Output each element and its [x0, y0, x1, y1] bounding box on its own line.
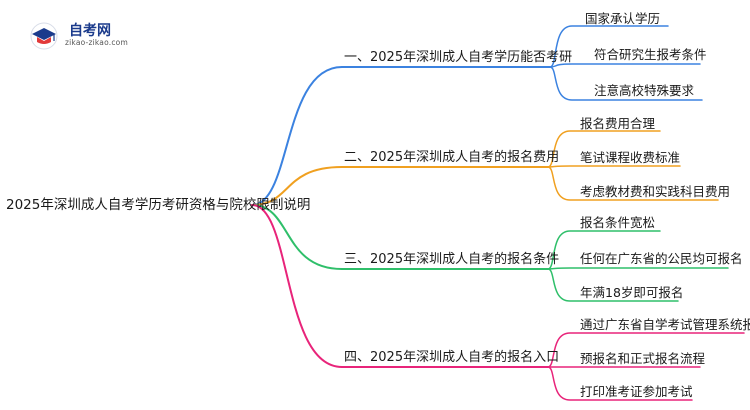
branch-2-connector	[251, 166, 343, 206]
branch-3-leaf-2-connector	[547, 267, 729, 270]
graduation-cap-icon	[30, 22, 58, 50]
branch-2-leaf-3-connector	[547, 166, 719, 201]
branch-2-leaf-1-connector	[547, 130, 661, 168]
branch-3-label: 三、2025年深圳成人自考的报名条件	[344, 252, 560, 267]
branch-1-connector	[251, 66, 343, 206]
branch-1-leaf-3-connector	[549, 66, 703, 101]
logo-name: 自考网	[69, 23, 111, 39]
branch-4-leaf-1: 通过广东省自学考试管理系统报名	[580, 317, 750, 332]
root-topic: 2025年深圳成人自考学历考研资格与院校限制说明	[6, 197, 311, 213]
branch-3-connector	[251, 204, 343, 270]
branch-1-leaf-2: 符合研究生报考条件	[594, 47, 707, 62]
branch-2-leaf-3: 考虑教材费和实践科目费用	[580, 184, 731, 199]
branch-3-leaf-1-connector	[547, 230, 661, 270]
branch-2-leaf-2: 笔试课程收费标准	[580, 150, 681, 165]
branch-2-leaf-1: 报名费用合理	[580, 116, 656, 131]
branch-1-leaf-1: 国家承认学历	[585, 11, 661, 26]
branch-2-label: 二、2025年深圳成人自考的报名费用	[344, 150, 560, 165]
branch-4-label: 四、2025年深圳成人自考的报名入口	[344, 350, 560, 365]
branch-4-connector	[251, 204, 343, 368]
branch-4-leaf-3-connector	[547, 366, 693, 401]
branch-1-leaf-2-connector	[549, 63, 701, 68]
branch-1-label: 一、2025年深圳成人自考学历能否考研	[344, 50, 573, 65]
branch-4-leaf-2: 预报名和正式报名流程	[580, 351, 706, 366]
branch-3-leaf-1: 报名条件宽松	[580, 215, 656, 230]
branch-3-leaf-2: 任何在广东省的公民均可报名	[580, 251, 743, 266]
branch-1-leaf-1-connector	[549, 25, 669, 68]
branch-1-leaf-3: 注意高校特殊要求	[594, 83, 695, 98]
branch-4-leaf-1-connector	[547, 332, 745, 368]
branch-3-leaf-3: 年满18岁即可报名	[580, 285, 684, 300]
branch-3-leaf-3-connector	[547, 268, 679, 302]
branch-2-leaf-2-connector	[547, 165, 681, 168]
branch-4-leaf-3: 打印准考证参加考试	[580, 384, 693, 399]
logo-url: zikao-zikao.com	[65, 38, 128, 47]
site-logo[interactable]: 自考网 zikao-zikao.com	[28, 18, 168, 52]
